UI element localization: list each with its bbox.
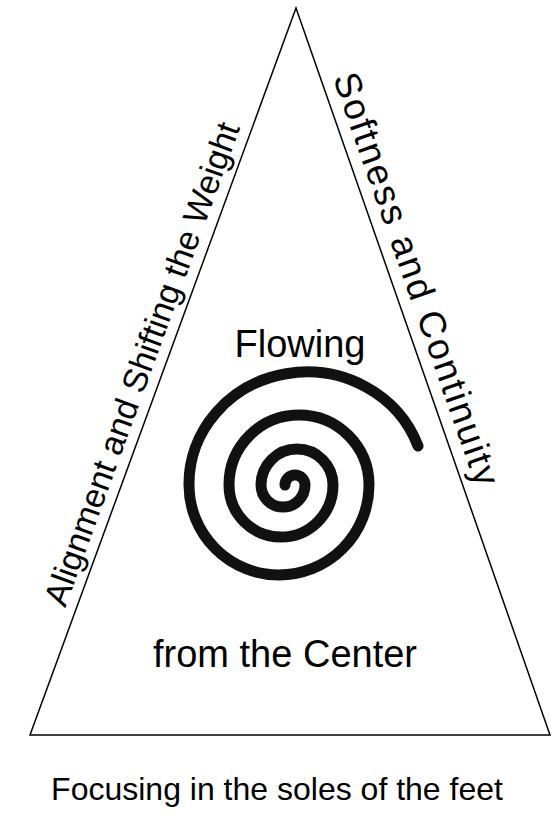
shape-text: from the Center: [153, 634, 417, 676]
triangle-line: [30, 8, 550, 735]
triangle-shape: Flowing from the Center: [30, 8, 550, 735]
spiral: [189, 372, 418, 575]
triangle-outline: [30, 8, 550, 735]
shape-text: Flowing: [235, 324, 366, 366]
side-label: Focusing in the soles of the feet: [51, 772, 503, 807]
side-label: Alignment and Shifting the Weight: [37, 117, 247, 611]
